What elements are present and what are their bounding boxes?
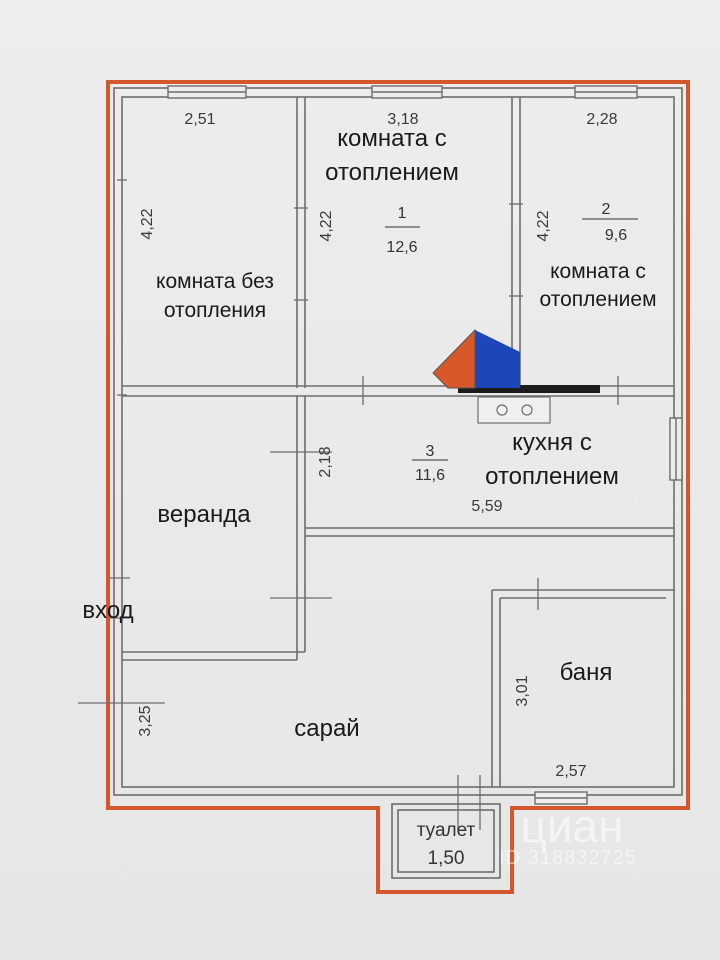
room-1-area: 12,6	[386, 239, 417, 256]
room-2-label-line1: комната с	[550, 260, 646, 283]
dim-sauna-width: 2,57	[555, 763, 586, 780]
room-1-number: 1	[398, 205, 407, 222]
toilet-size: 1,50	[428, 848, 465, 869]
kitchen-number: 3	[426, 443, 435, 460]
dim-veranda-wall: 2,18	[317, 446, 334, 477]
sauna-label: баня	[560, 659, 613, 686]
door-marks	[78, 179, 619, 830]
dim-top-mid-width: 3,18	[387, 111, 418, 128]
kitchen-label-line1: кухня с	[512, 429, 592, 456]
room-2-label-line2: отоплением	[539, 288, 656, 311]
fraction-lines	[385, 218, 638, 461]
dim-sauna-height: 3,01	[514, 675, 531, 706]
kitchen-area: 11,6	[415, 467, 445, 484]
toilet-label: туалет	[417, 820, 476, 841]
shed-label: сарай	[294, 715, 359, 742]
dim-left-room-height: 4,22	[139, 208, 156, 239]
room-2-number: 2	[602, 201, 611, 218]
room-1-label-line2: отоплением	[325, 159, 459, 186]
watermark-id: ID 318832725	[499, 847, 637, 869]
entrance-label: вход	[82, 597, 133, 624]
windows	[167, 85, 683, 805]
veranda-label: веранда	[157, 501, 251, 528]
outer-walls	[113, 87, 683, 796]
dim-kitchen-width: 5,59	[471, 498, 502, 515]
outer-contour	[106, 80, 690, 894]
dim-mid-room-height: 4,22	[318, 210, 335, 241]
dim-top-right-width: 2,28	[586, 111, 617, 128]
stove	[432, 328, 600, 424]
dim-right-room-height: 4,22	[535, 210, 552, 241]
watermark-brand: циан	[520, 800, 623, 852]
room-1-label-line1: комната с	[337, 125, 446, 152]
kitchen-label-line2: отоплением	[485, 463, 619, 490]
room-2-area: 9,6	[605, 227, 627, 244]
interior-walls	[122, 97, 674, 879]
dim-top-left-width: 2,51	[184, 111, 215, 128]
room-unheated-label-line2: отопления	[164, 299, 266, 322]
dim-shed-height: 3,25	[137, 705, 154, 736]
room-unheated-label-line1: комната без	[156, 270, 274, 293]
